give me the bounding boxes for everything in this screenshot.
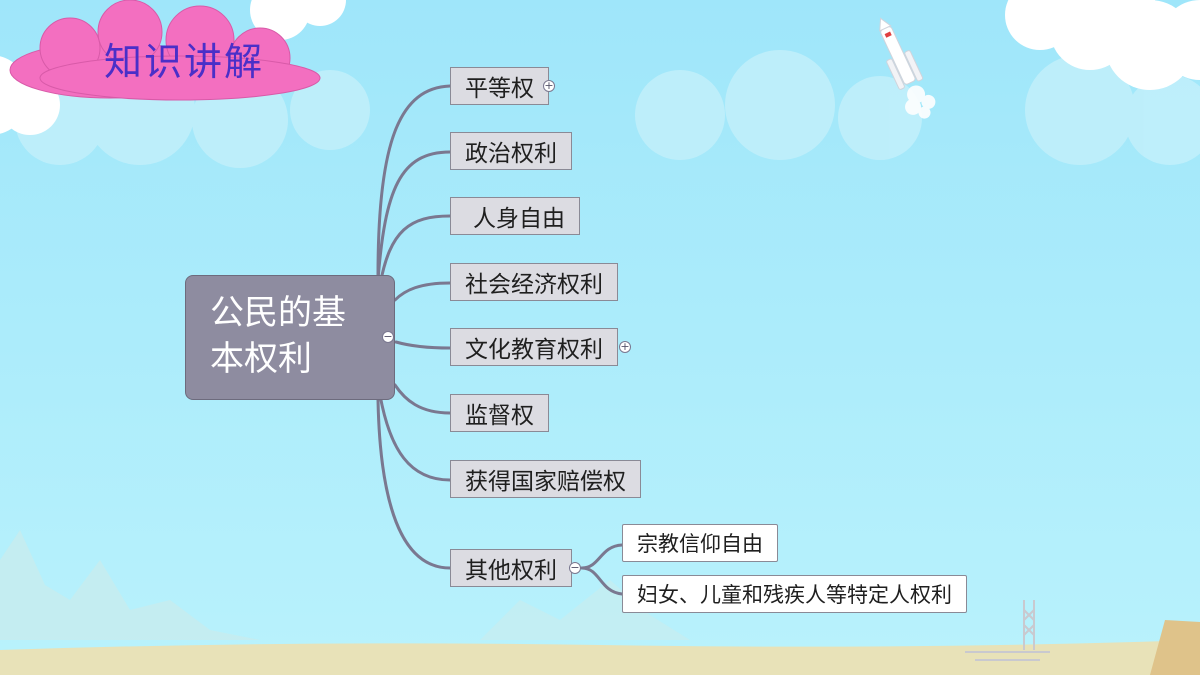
branch-node-state-compensation[interactable]: 获得国家赔偿权: [450, 460, 641, 498]
branch-node-other-rights[interactable]: 其他权利: [450, 549, 572, 587]
branch-node-supervision-right[interactable]: 监督权: [450, 394, 549, 432]
rocket-icon: [879, 17, 936, 119]
expand-icon[interactable]: +: [543, 79, 555, 92]
root-label-line2: 本权利: [210, 339, 312, 379]
collapse-icon[interactable]: −: [382, 330, 394, 343]
collapse-icon[interactable]: −: [569, 561, 581, 574]
title-cloud: [9, 0, 321, 101]
root-node[interactable]: 公民的基 本权利: [185, 275, 395, 400]
branch-node-equality[interactable]: 平等权: [450, 67, 549, 105]
leaf-node-specific-groups-rights[interactable]: 妇女、儿童和残疾人等特定人权利: [622, 575, 967, 613]
branch-node-cultural-education-rights[interactable]: 文化教育权利: [450, 328, 618, 366]
top-right-cloud: [1005, 0, 1200, 90]
branch-node-political-rights[interactable]: 政治权利: [450, 132, 572, 170]
branch-node-personal-freedom[interactable]: 人身自由: [450, 197, 580, 235]
branch-node-social-economic-rights[interactable]: 社会经济权利: [450, 263, 618, 301]
root-label-line1: 公民的基: [210, 293, 346, 333]
expand-icon[interactable]: +: [619, 340, 631, 353]
leaf-node-religious-freedom[interactable]: 宗教信仰自由: [622, 524, 778, 562]
page-title: 知识讲解: [103, 39, 264, 84]
launch-tower: [965, 600, 1050, 661]
connector-lines: [376, 84, 624, 596]
